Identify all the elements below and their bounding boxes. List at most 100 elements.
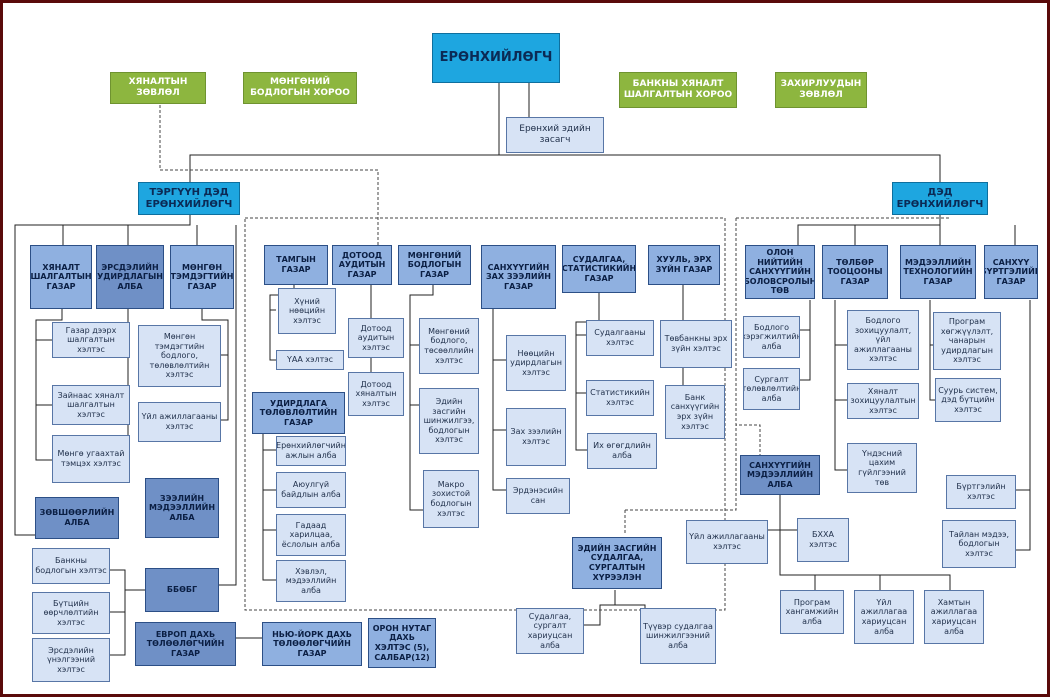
- unit-label: Судалгааны хэлтэс: [594, 328, 646, 347]
- unit-reserve-management: Нөөцийн удирдлагын хэлтэс: [506, 335, 566, 391]
- dept-label: ТАМГЫН ГАЗАР: [276, 255, 316, 274]
- unit-label: Аюулгүй байдлын алба: [281, 480, 341, 499]
- unit-media: Хэвлэл, мэдээллийн алба: [276, 560, 346, 602]
- deputy-box: ДЭД ЕРӨНХИЙЛӨГЧ: [892, 182, 988, 215]
- unit-infrastructure: Суурь систем, дэд бүтцийн хэлтэс: [935, 378, 1001, 422]
- president-label: ЕРӨНХИЙЛӨГЧ: [439, 50, 553, 66]
- dept-label: ЗЭЭЛИЙН МЭДЭЭЛЛИЙН АЛБА: [148, 493, 216, 522]
- unit-policy-regulation-ops: Бодлого зохицуулалт, үйл ажиллагааны хэл…: [847, 310, 919, 370]
- local-branches: ОРОН НУТАГ ДАХЬ ХЭЛТЭС (5), САЛБАР(12): [368, 618, 436, 668]
- dept-label: ЕВРОП ДАХЬ ТӨЛӨӨЛӨГЧИЙН ГАЗАР: [146, 629, 225, 658]
- dept-label: ТӨЛБӨР ТООЦООНЫ ГАЗАР: [827, 257, 883, 286]
- cash-dept: МӨНГӨН ТЭМДЭГТИЙН ГАЗАР: [170, 245, 234, 309]
- unit-label: Нөөцийн удирдлагын хэлтэс: [510, 348, 562, 377]
- ombudsman-division: ЗӨВШӨӨРЛИЙН АЛБА: [35, 497, 119, 539]
- unit-label: Мөнгөний бодлого, төсөөллийн хэлтэс: [424, 326, 474, 365]
- first-deputy-label: ТЭРГҮҮН ДЭД ЕРӨНХИЙЛӨГЧ: [145, 186, 233, 210]
- unit-bank-finance-law: Банк санхүүгийн эрх зүйн хэлтэс: [665, 385, 725, 439]
- unit-training-planning: Сургалт төлөвлөлтийн алба: [743, 368, 800, 410]
- first-deputy-box: ТЭРГҮҮН ДЭД ЕРӨНХИЙЛӨГЧ: [138, 182, 240, 215]
- unit-label: Зах зээлийн хэлтэс: [510, 427, 562, 446]
- unit-label: Үйл ажиллагааны хэлтэс: [141, 412, 218, 431]
- unit-internal-control: Дотоод хяналтын хэлтэс: [348, 372, 404, 416]
- unit-cash-operations: Үйл ажиллагааны хэлтэс: [138, 402, 221, 442]
- it-dept: МЭДЭЭЛЛИЙН ТЕХНОЛОГИЙН ГАЗАР: [900, 245, 976, 299]
- unit-label: Судалгаа, сургалт хариуцсан алба: [527, 611, 573, 650]
- council-monetary-policy: МӨНГӨНИЙ БОДЛОГЫН ХОРОО: [243, 72, 357, 104]
- unit-statistics: Статистикийн хэлтэс: [586, 380, 654, 416]
- legal-dept: ХУУЛЬ, ЭРХ ЗҮЙН ГАЗАР: [648, 245, 720, 285]
- unit-internal-audit: Дотоод аудитын хэлтэс: [348, 318, 404, 358]
- dept-label: ЭДИЙН ЗАСГИЙН СУДАЛГАА, СУРГАЛТЫН ХҮРЭЭЛ…: [577, 543, 657, 582]
- council-directors: ЗАХИРЛУУДЫН ЗӨВЛӨЛ: [775, 72, 867, 108]
- unit-reporting-policy: Тайлан мэдээ, бодлогын хэлтэс: [942, 520, 1016, 568]
- council-label: МӨНГӨНИЙ БОДЛОГЫН ХОРОО: [250, 77, 350, 98]
- unit-software: Програм хангамжийн алба: [780, 590, 844, 634]
- unit-label: Бодлого хэрэгжилтийн алба: [743, 322, 800, 351]
- unit-onsite-supervision: Газар дээрх шалгалтын хэлтэс: [52, 322, 130, 358]
- dept-label: ОРОН НУТАГ ДАХЬ ХЭЛТЭС (5), САЛБАР(12): [372, 623, 432, 662]
- bbobg-division: ББӨБГ: [145, 568, 219, 612]
- unit-offsite-supervision: Зайнаас хяналт шалгалтын хэлтэс: [52, 385, 130, 425]
- unit-label: Хяналт зохицуулалтын хэлтэс: [850, 386, 916, 415]
- unit-label: Макро зохистой бодлогын хэлтэс: [430, 479, 472, 518]
- unit-foreign-relations: Гадаад харилцаа, ёслолын алба: [276, 514, 346, 556]
- unit-security: Аюулгүй байдлын алба: [276, 472, 346, 508]
- unit-label: Түүвэр судалгаа шинжилгээний алба: [643, 621, 713, 650]
- unit-risk-assessment: Эрсдэлийн үнэлгээний хэлтэс: [32, 638, 110, 682]
- unit-label: Эдийн засгийн шинжилгээ, бодлогын хэлтэс: [423, 397, 475, 445]
- unit-label: Бүртгэлийн хэлтэс: [956, 482, 1006, 501]
- unit-registration: Бүртгэлийн хэлтэс: [946, 475, 1016, 509]
- unit-national-epayments: Үндэсний цахим гүйлгээний төв: [847, 443, 917, 493]
- unit-label: Дотоод хяналтын хэлтэс: [355, 379, 397, 408]
- research-statistics-dept: СУДАЛГАА, СТАТИСТИКИЙН ГАЗАР: [562, 245, 636, 293]
- council-supervisory: ХЯНАЛТЫН ЗӨВЛӨЛ: [110, 72, 206, 104]
- council-label: ЗАХИРЛУУДЫН ЗӨВЛӨЛ: [780, 79, 862, 100]
- dept-label: ЭРСДЭЛИЙН УДИРДЛАГЫН АЛБА: [97, 262, 163, 291]
- internal-audit-dept: ДОТООД АУДИТЫН ГАЗАР: [332, 245, 392, 285]
- unit-label: Програм хангамжийн алба: [785, 597, 839, 626]
- unit-research-training: Судалгаа, сургалт хариуцсан алба: [516, 608, 584, 654]
- unit-cash-policy: Мөнгөн тэмдэгтийн бодлого, төлөвлөлтийн …: [138, 325, 221, 387]
- dept-label: УДИРДЛАГА ТӨЛӨВЛӨЛТИЙН ГАЗАР: [259, 398, 338, 427]
- unit-label: Эрсдэлийн үнэлгээний хэлтэс: [46, 645, 96, 674]
- unit-label: Ерөнхийлөгчийн ажлын алба: [276, 441, 346, 460]
- unit-label: Банк санхүүгийн эрх зүйн хэлтэс: [670, 392, 720, 431]
- dept-label: ХЯНАЛТ ШАЛГАЛТЫН ГАЗАР: [30, 262, 92, 291]
- unit-label: Банкны бодлогын хэлтэс: [35, 556, 107, 575]
- dept-label: СУДАЛГАА, СТАТИСТИКИЙН ГАЗАР: [562, 254, 636, 283]
- dept-label: САНХҮҮГИЙН ЗАХ ЗЭЭЛИЙН ГАЗАР: [486, 262, 551, 291]
- unit-label: Тайлан мэдээ, бодлогын хэлтэс: [948, 529, 1010, 558]
- supervision-dept: ХЯНАЛТ ШАЛГАЛТЫН ГАЗАР: [30, 245, 92, 309]
- unit-label: Дотоод аудитын хэлтэс: [357, 323, 395, 352]
- europe-office: ЕВРОП ДАХЬ ТӨЛӨӨЛӨГЧИЙН ГАЗАР: [135, 622, 236, 666]
- risk-division: ЭРСДЭЛИЙН УДИРДЛАГЫН АЛБА: [96, 245, 164, 309]
- dept-label: ББӨБГ: [166, 585, 198, 595]
- council-bank-supervision: БАНКНЫ ХЯНАЛТ ШАЛГАЛТЫН ХОРОО: [619, 72, 737, 108]
- credit-info-division: ЗЭЭЛИЙН МЭДЭЭЛЛИЙН АЛБА: [145, 478, 219, 538]
- dept-label: МЭДЭЭЛЛИЙН ТЕХНОЛОГИЙН ГАЗАР: [903, 257, 973, 286]
- unit-cooperation: Хамтын ажиллагаа хариуцсан алба: [924, 590, 984, 644]
- unit-treasury: Эрдэнэсийн сан: [506, 478, 570, 514]
- chief-economist-label: Ерөнхий эдийн засагч: [519, 124, 591, 145]
- unit-label: Статистикийн хэлтэс: [590, 388, 650, 407]
- council-label: БАНКНЫ ХЯНАЛТ ШАЛГАЛТЫН ХОРОО: [623, 79, 733, 100]
- unit-policy-implementation: Бодлого хэрэгжилтийн алба: [743, 316, 800, 358]
- chief-economist-box: Ерөнхий эдийн засагч: [506, 117, 604, 153]
- dept-label: САНХҮҮ БҮРТГЭЛИЙН ГАЗАР: [985, 257, 1037, 286]
- unit-uaa: ҮАА хэлтэс: [276, 350, 344, 370]
- unit-human-resources: Хүний нөөцийн хэлтэс: [278, 288, 336, 334]
- unit-label: Суурь систем, дэд бүтцийн хэлтэс: [938, 385, 998, 414]
- unit-label: ҮАА хэлтэс: [286, 355, 334, 365]
- president-box: ЕРӨНХИЙЛӨГЧ: [432, 33, 560, 83]
- unit-label: Мөнгөн тэмдэгтийн бодлого, төлөвлөлтийн …: [149, 332, 210, 380]
- unit-survey-analysis: Түүвэр судалгаа шинжилгээний алба: [640, 608, 716, 664]
- unit-central-bank-law: Төвбанкны эрх зүйн хэлтэс: [660, 320, 732, 368]
- unit-label: Хамтын ажиллагаа хариуцсан алба: [930, 597, 978, 636]
- dept-label: НЬЮ-ЙОРК ДАХЬ ТӨЛӨӨЛӨГЧИЙН ГАЗАР: [272, 629, 352, 658]
- unit-label: Эрдэнэсийн сан: [512, 486, 564, 505]
- unit-president-office: Ерөнхийлөгчийн ажлын алба: [276, 436, 346, 466]
- dept-label: ДОТООД АУДИТЫН ГАЗАР: [338, 250, 386, 279]
- unit-monetary-forecast: Мөнгөний бодлого, төсөөллийн хэлтэс: [419, 318, 479, 374]
- unit-bank-policy: Банкны бодлогын хэлтэс: [32, 548, 110, 584]
